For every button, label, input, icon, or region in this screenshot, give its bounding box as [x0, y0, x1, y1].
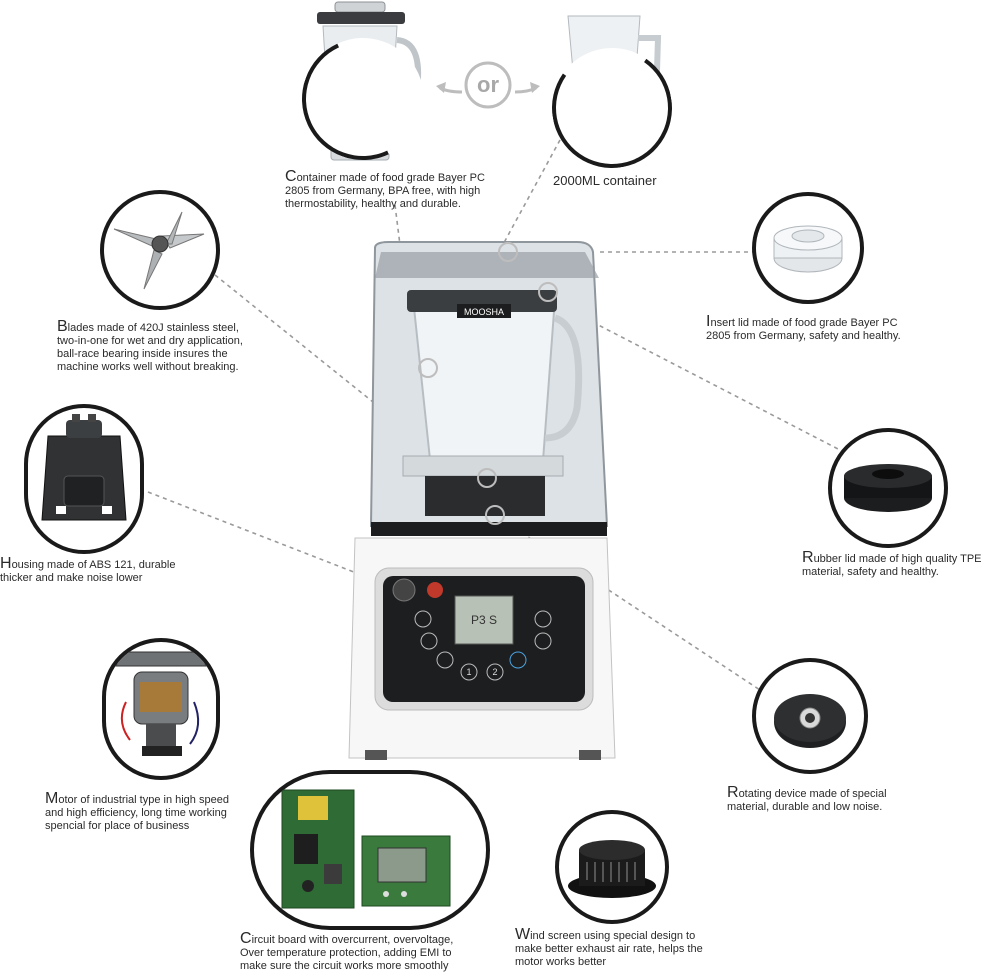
- container-caption: Container made of food grade Bayer PC 28…: [285, 168, 485, 211]
- rubber-lid-circle: [828, 428, 948, 548]
- rotating-circle: [752, 658, 868, 774]
- blender-product: MOOSHA P3 S 1 2: [345, 238, 620, 768]
- insert-lid-circle: [752, 192, 864, 304]
- circuit-caption: Circuit board with overcurrent, overvolt…: [240, 930, 454, 973]
- rubber-lid-caption: Rubber lid made of high quality TPE mate…: [802, 549, 982, 579]
- circuit-circle: [250, 770, 490, 930]
- container-2000ml-caption: 2000ML container: [553, 173, 657, 188]
- housing-caption: Housing made of ABS 121, durable thicker…: [0, 555, 176, 585]
- rotating-caption: Rotating device made of special material…: [727, 784, 887, 814]
- or-label: or: [477, 72, 499, 97]
- blades-circle: [100, 190, 220, 310]
- display-text: P3 S: [471, 613, 497, 627]
- insert-lid-caption: Insert lid made of food grade Bayer PC 2…: [706, 313, 901, 343]
- wind-screen-caption: Wind screen using special design to make…: [515, 926, 703, 969]
- button-1-label: 1: [466, 667, 471, 677]
- wind-screen-circle: [555, 810, 669, 924]
- housing-circle: [24, 404, 144, 554]
- brand-label: MOOSHA: [464, 307, 504, 317]
- button-2-label: 2: [492, 667, 497, 677]
- motor-circle: [102, 638, 220, 780]
- blades-caption: Blades made of 420J stainless steel, two…: [57, 318, 243, 374]
- motor-caption: Motor of industrial type in high speed a…: [45, 790, 229, 833]
